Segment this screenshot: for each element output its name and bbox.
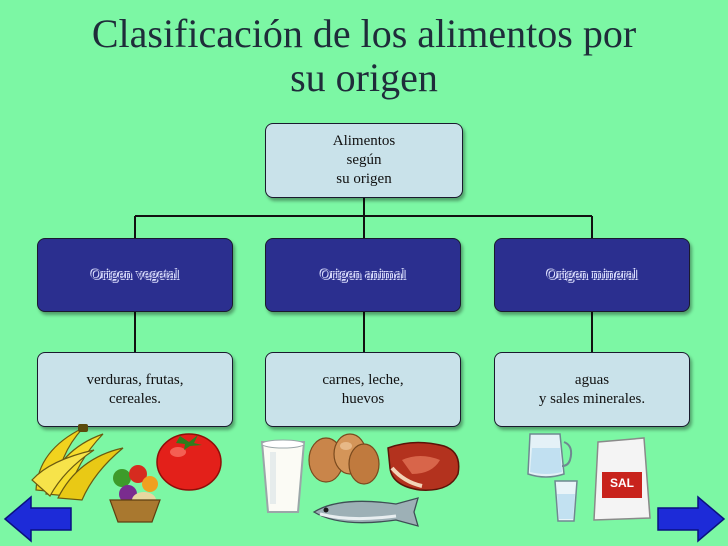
arrow-right-icon xyxy=(657,495,726,543)
category-node-mineral: Origen mineral xyxy=(494,238,690,312)
page-title-line-1: Clasificación de los alimentos por xyxy=(91,11,637,56)
meat-steak-icon xyxy=(387,441,460,491)
category-node-vegetal: Origen vegetal xyxy=(37,238,233,312)
tomato-icon xyxy=(156,433,222,491)
examples-node-mineral: aguas y sales minerales. xyxy=(494,352,690,427)
category-label-animal: Origen animal xyxy=(319,266,407,283)
examples-node-vegetal: verduras, frutas, cereales. xyxy=(37,352,233,427)
next-slide-button[interactable] xyxy=(656,495,726,543)
banana-icon xyxy=(31,424,124,501)
salt-bag-icon: SAL xyxy=(588,434,654,522)
page-title: Clasificación de los alimentos por su or… xyxy=(0,12,728,100)
category-label-vegetal: Origen vegetal xyxy=(90,266,180,283)
salt-bag-shape xyxy=(593,437,651,521)
examples-node-animal: carnes, leche, huevos xyxy=(265,352,461,427)
root-node: Alimentos según su origen xyxy=(265,123,463,198)
fish-icon xyxy=(312,497,419,527)
milk-glass-icon xyxy=(260,439,306,513)
previous-slide-button[interactable] xyxy=(3,495,73,543)
category-label-mineral: Origen mineral xyxy=(546,266,638,283)
root-node-label: Alimentos según su origen xyxy=(332,133,396,187)
salt-bag-label: SAL xyxy=(610,476,634,490)
examples-label-vegetal: verduras, frutas, cereales. xyxy=(86,371,184,407)
page-title-line-2: su origen xyxy=(290,55,438,100)
arrow-left-icon xyxy=(3,495,72,543)
category-node-animal: Origen animal xyxy=(265,238,461,312)
eggs-icon xyxy=(308,433,380,485)
examples-label-mineral: aguas y sales minerales. xyxy=(538,371,646,407)
vegetable-basket-icon xyxy=(109,465,161,523)
examples-label-animal: carnes, leche, huevos xyxy=(322,371,404,407)
water-glass-icon xyxy=(554,480,578,522)
water-jug-icon xyxy=(527,433,573,478)
